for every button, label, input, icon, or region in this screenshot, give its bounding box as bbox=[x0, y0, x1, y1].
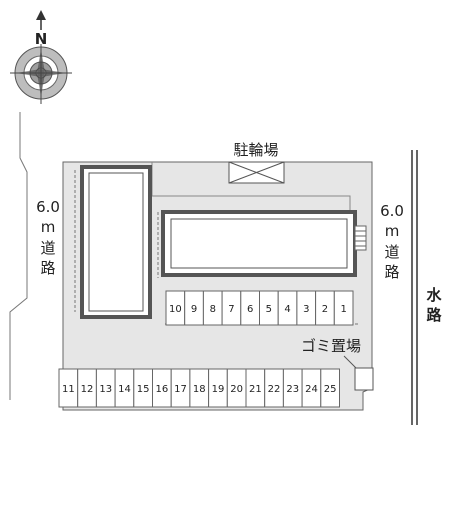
parking-space-number: 17 bbox=[174, 384, 187, 395]
parking-space-number: 3 bbox=[303, 304, 309, 315]
compass-north-label: N bbox=[35, 30, 48, 48]
parking-space: 19 bbox=[208, 368, 228, 408]
parking-space: 17 bbox=[170, 368, 191, 408]
parking-space: 3 bbox=[296, 290, 317, 326]
parking-space: 6 bbox=[240, 290, 261, 326]
parking-space-outline bbox=[333, 290, 354, 326]
svg-text:路: 路 bbox=[426, 306, 442, 324]
parking-space-number: 14 bbox=[118, 384, 131, 395]
parking-space-number: 10 bbox=[169, 304, 182, 315]
svg-text:6.0: 6.0 bbox=[36, 198, 60, 216]
parking-space-number: 23 bbox=[286, 384, 299, 395]
parking-space: 14 bbox=[114, 368, 135, 408]
parking-space: 16 bbox=[152, 368, 172, 408]
parking-space-number: 24 bbox=[305, 384, 318, 395]
parking-space-number: 18 bbox=[193, 384, 206, 395]
parking-space-number: 19 bbox=[212, 384, 225, 395]
parking-space-number: 1 bbox=[340, 304, 346, 315]
parking-space-number: 15 bbox=[137, 384, 150, 395]
parking-space: 22 bbox=[264, 368, 284, 408]
parking-space: 20 bbox=[226, 368, 247, 408]
bicycle-parking-label: 駐輪場 bbox=[233, 141, 278, 159]
parking-space-number: 22 bbox=[268, 384, 281, 395]
parking-space-outline bbox=[320, 368, 340, 408]
svg-text:道: 道 bbox=[40, 239, 55, 257]
parking-space: 11 bbox=[58, 368, 79, 408]
svg-text:6.0: 6.0 bbox=[380, 202, 404, 220]
parking-space: 13 bbox=[95, 368, 116, 408]
parking-space: 2 bbox=[315, 290, 335, 326]
svg-text:m: m bbox=[41, 218, 56, 236]
parking-space-number: 9 bbox=[191, 304, 197, 315]
parking-space: 10 bbox=[165, 290, 186, 326]
parking-space-number: 13 bbox=[99, 384, 112, 395]
right-road-label: 6.0 m 道 路 bbox=[380, 202, 404, 281]
parking-space: 24 bbox=[301, 368, 322, 408]
parking-space-number: 2 bbox=[322, 304, 328, 315]
parking-space: 1 bbox=[333, 290, 354, 326]
parking-space-number: 5 bbox=[266, 304, 272, 315]
stairs-icon bbox=[354, 225, 367, 251]
parking-space-number: 11 bbox=[62, 384, 75, 395]
svg-text:路: 路 bbox=[40, 259, 55, 277]
parking-space: 25 bbox=[320, 368, 340, 408]
parking-row-upper: 10 9 8 7 6 5 4 3 2 1 bbox=[165, 290, 354, 326]
parking-space-number: 20 bbox=[230, 384, 243, 395]
parking-space: 9 bbox=[184, 290, 204, 326]
parking-space-number: 7 bbox=[228, 304, 234, 315]
compass-icon: N bbox=[10, 10, 72, 104]
north-arrow-icon bbox=[36, 10, 46, 20]
parking-space: 21 bbox=[245, 368, 266, 408]
parking-space-number: 12 bbox=[81, 384, 94, 395]
parking-space: 7 bbox=[221, 290, 242, 326]
parking-space: 5 bbox=[259, 290, 279, 326]
parking-space-number: 8 bbox=[210, 304, 216, 315]
left-road-edge bbox=[9, 112, 28, 400]
parking-space-number: 25 bbox=[324, 384, 337, 395]
parking-space: 8 bbox=[202, 290, 223, 326]
parking-space-number: 16 bbox=[155, 384, 168, 395]
parking-row-lower: 11 12 13 14 15 16 17 18 19 20 21 22 23 24 25 bbox=[58, 368, 340, 408]
parking-space-number: 4 bbox=[284, 304, 290, 315]
parking-space: 15 bbox=[133, 368, 154, 408]
svg-text:道: 道 bbox=[384, 243, 399, 261]
parking-space-number: 6 bbox=[247, 304, 253, 315]
parking-space-number: 21 bbox=[249, 384, 262, 395]
bicycle-parking-box bbox=[228, 161, 285, 184]
garbage-area bbox=[354, 367, 374, 391]
parking-space: 4 bbox=[277, 290, 298, 326]
parking-space: 23 bbox=[282, 368, 303, 408]
parking-space: 12 bbox=[77, 368, 97, 408]
left-road-label: 6.0 m 道 路 bbox=[36, 198, 60, 277]
garbage-label: ゴミ置場 bbox=[301, 337, 361, 355]
svg-text:m: m bbox=[385, 222, 400, 240]
svg-text:水: 水 bbox=[426, 286, 442, 304]
parking-space: 18 bbox=[189, 368, 210, 408]
svg-text:路: 路 bbox=[384, 263, 399, 281]
waterway-label: 水 路 bbox=[426, 286, 442, 324]
